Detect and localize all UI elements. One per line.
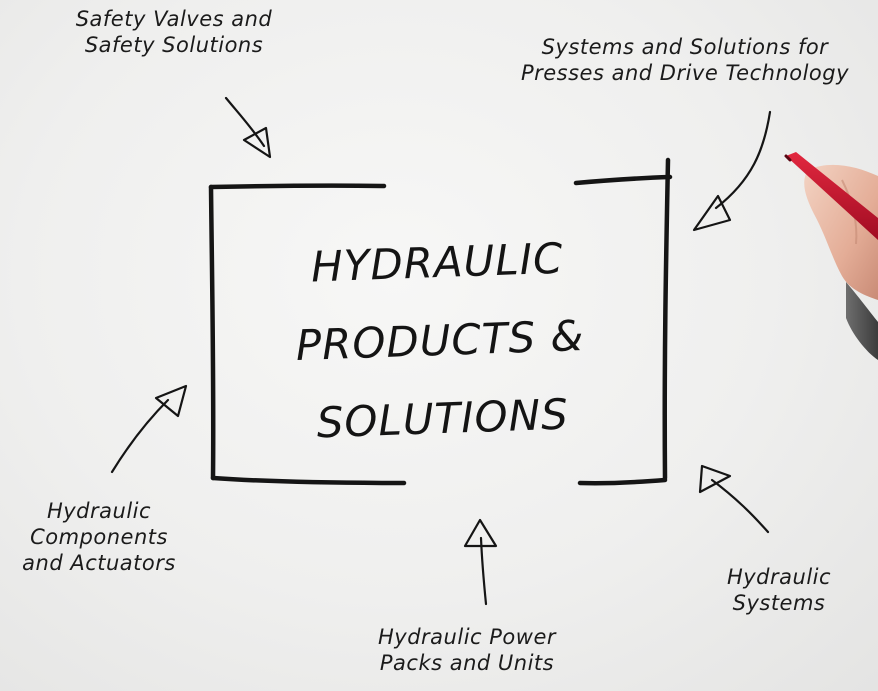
arrow-presses xyxy=(692,110,772,232)
right-bracket xyxy=(573,157,673,486)
diagram-title: HYDRAULIC PRODUCTS & SOLUTIONS xyxy=(295,233,585,448)
arrow-components xyxy=(110,384,188,474)
label-power-packs: Hydraulic Power Packs and Units xyxy=(378,625,556,675)
arrow-power-packs xyxy=(463,518,498,606)
left-bracket xyxy=(208,183,407,486)
arrow-safety xyxy=(224,96,272,159)
label-components-actuators: Hydraulic Components and Actuators xyxy=(22,499,176,575)
label-hydraulic-systems: Hydraulic Systems xyxy=(726,565,832,615)
label-presses-drive-technology: Systems and Solutions for Presses and Dr… xyxy=(520,35,850,85)
label-safety-valves: Safety Valves and Safety Solutions xyxy=(75,7,273,57)
arrow-systems xyxy=(698,464,770,534)
